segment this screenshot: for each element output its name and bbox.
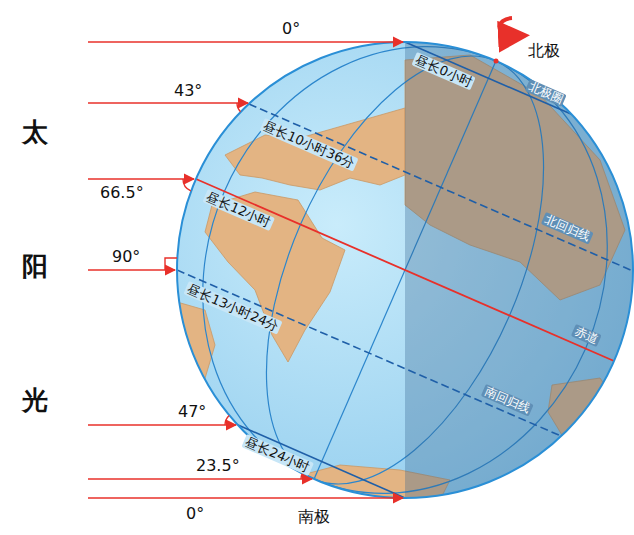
right-angle-mark <box>165 258 177 270</box>
angle-arc <box>301 474 302 479</box>
angle-label: 0° <box>186 505 204 523</box>
sun-column-char: 太 <box>22 118 48 147</box>
angle-arc <box>225 416 229 426</box>
pole-label: 南极 <box>298 508 330 526</box>
sun-column-char: 光 <box>22 386 48 415</box>
angle-label: 43° <box>174 82 202 100</box>
angle-label: 90° <box>112 248 140 266</box>
angle-label: 66.5° <box>100 184 144 202</box>
angle-arc <box>237 103 241 112</box>
pole-label: 北极 <box>528 42 560 60</box>
angle-label: 0° <box>282 20 300 38</box>
angle-label: 47° <box>178 403 206 421</box>
angle-arc <box>183 179 191 191</box>
angle-label: 23.5° <box>196 457 240 475</box>
sun-column-char: 阳 <box>22 252 48 281</box>
